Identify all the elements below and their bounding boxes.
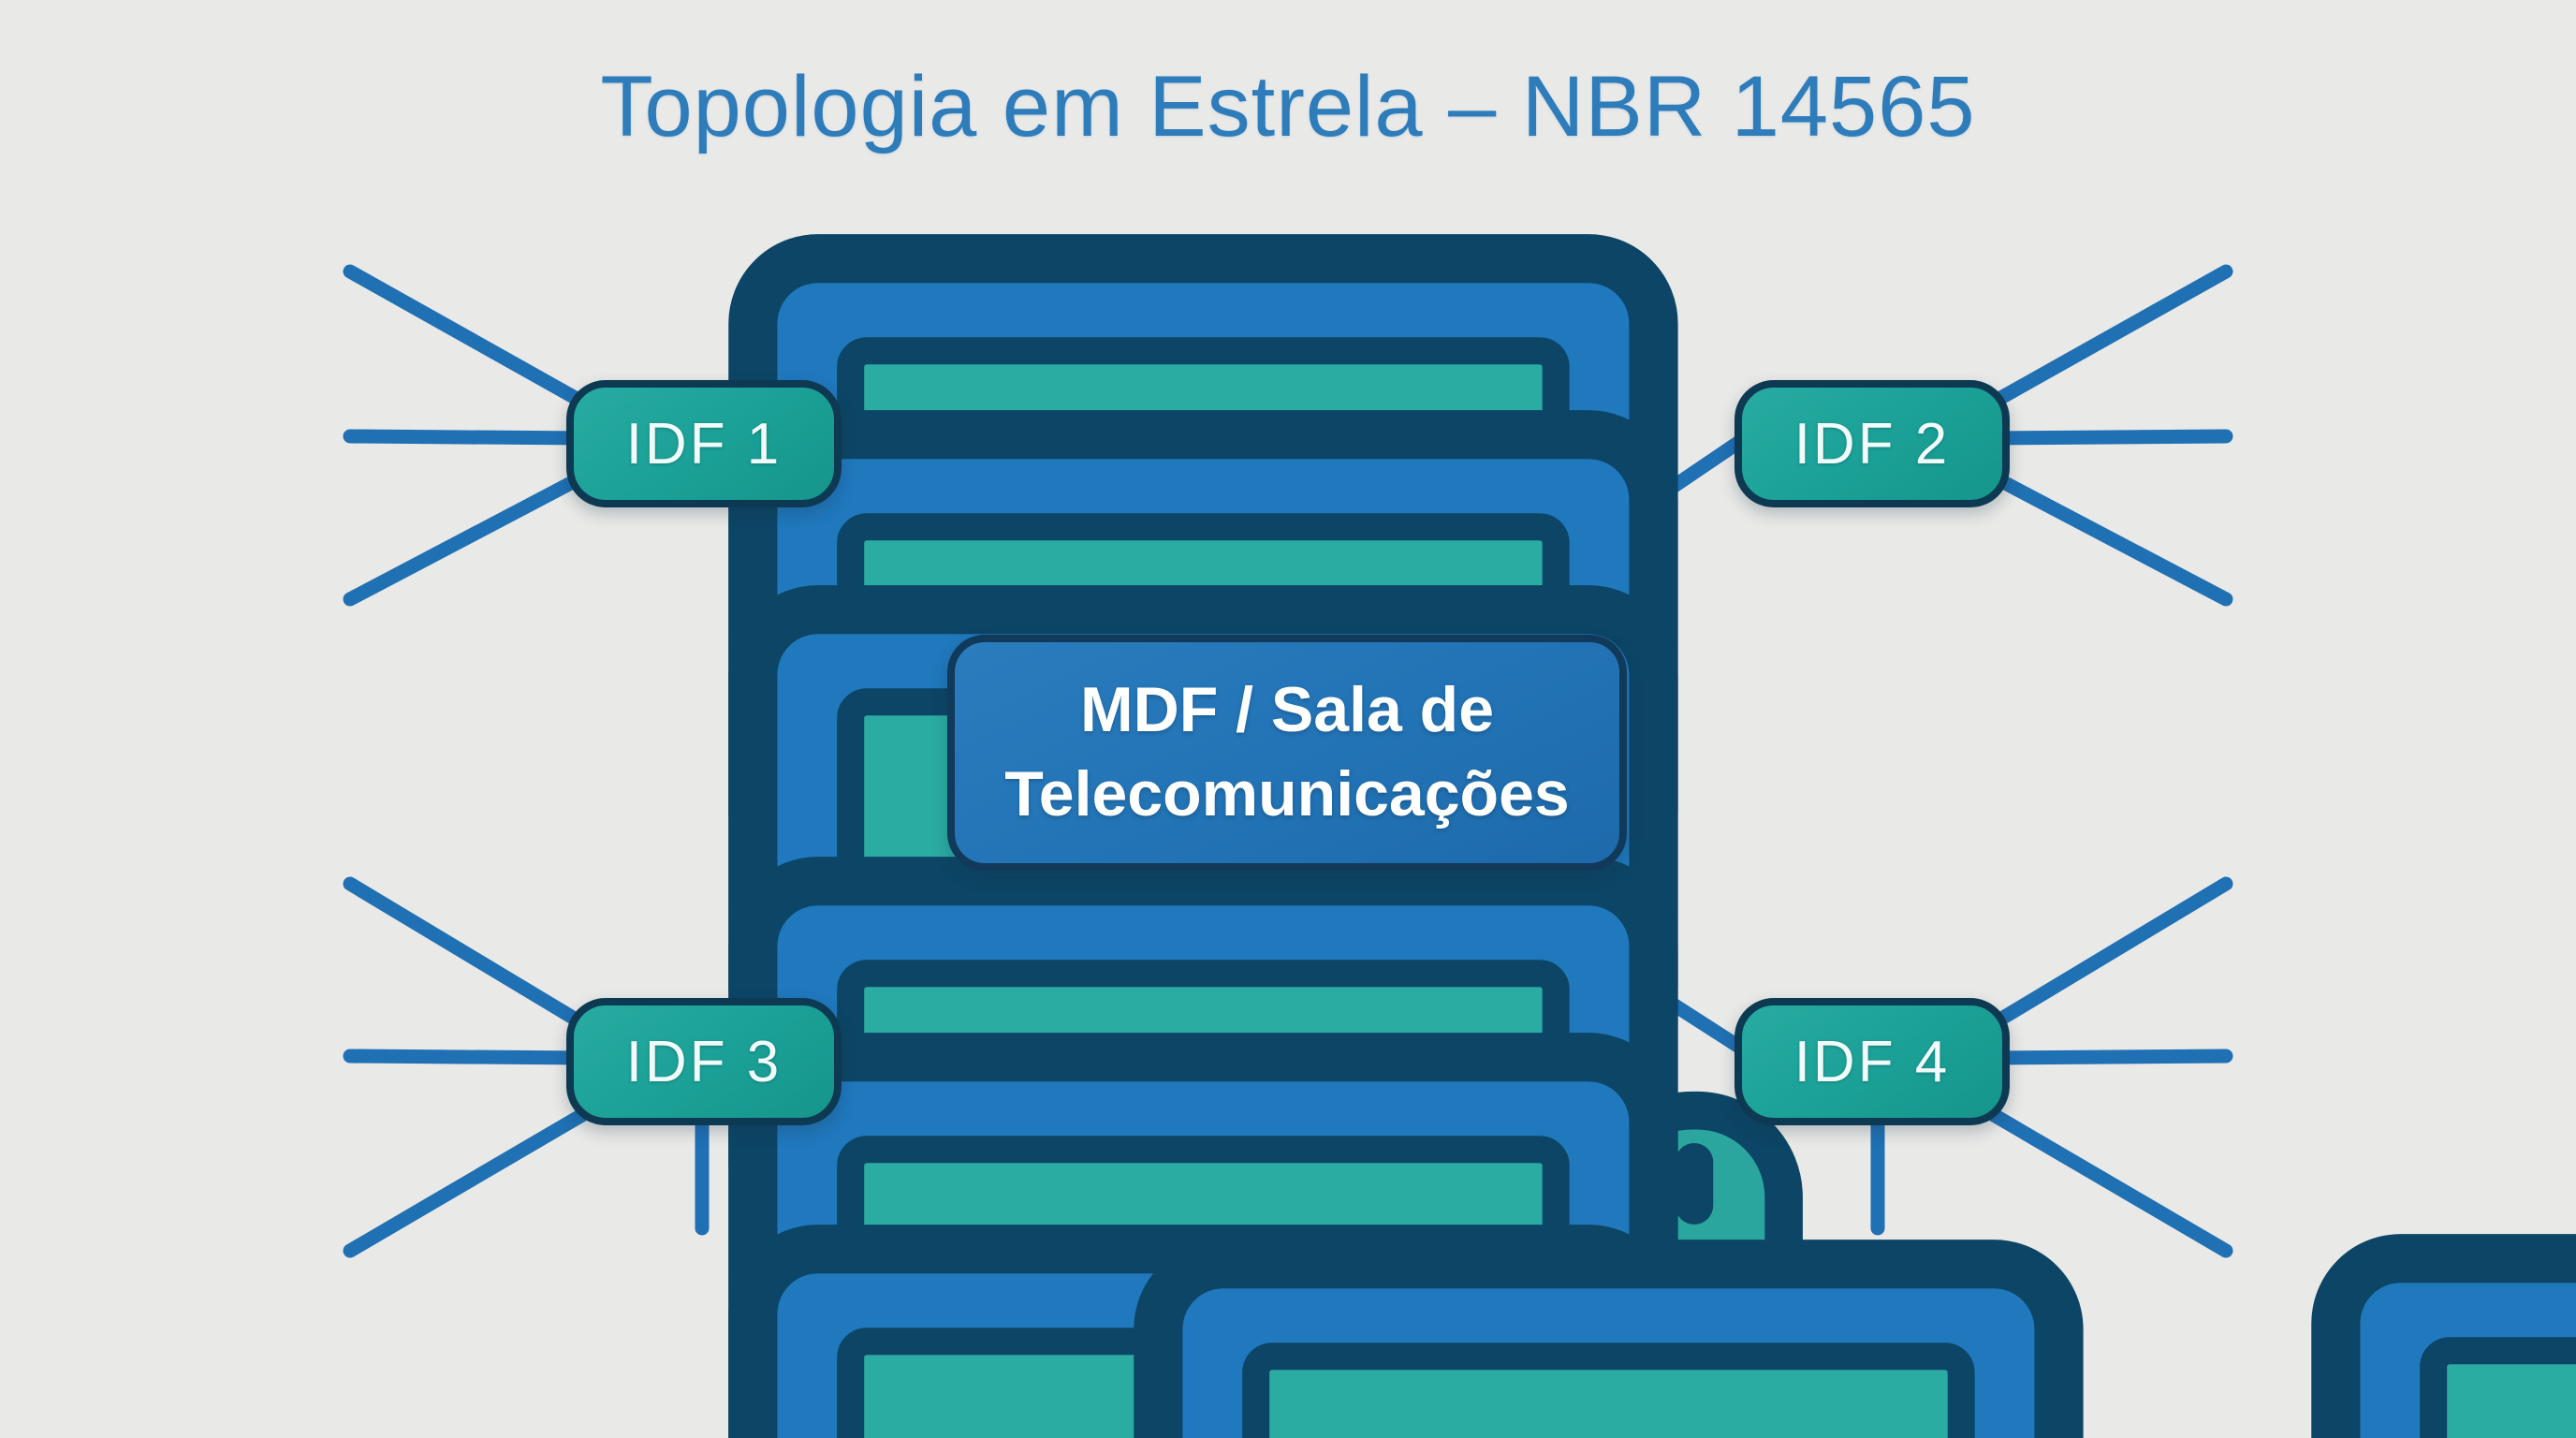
- mdf-label-line1: MDF / Sala de: [1079, 674, 1495, 746]
- network-link: [1982, 467, 2233, 607]
- node-idf-4: IDF 4: [1734, 998, 2010, 1125]
- node-idf-2: IDF 2: [1734, 380, 2010, 507]
- mdf-label-line2: Telecomunicações: [1004, 758, 1570, 829]
- network-link: [343, 467, 594, 607]
- node-mdf-central: MDF / Sala de Telecomunicações: [947, 635, 1627, 871]
- network-link: [1982, 429, 2233, 446]
- node-idf-1: IDF 1: [566, 380, 842, 507]
- network-link: [1982, 876, 2233, 1034]
- node-idf-4-label: IDF 4: [1793, 1029, 1951, 1094]
- workstation-icon: [1158, 1264, 2188, 1438]
- node-idf-3: IDF 3: [566, 998, 842, 1125]
- network-link: [343, 429, 594, 446]
- network-link: [1982, 1105, 2233, 1258]
- network-link: [1982, 264, 2233, 412]
- network-link: [343, 876, 594, 1034]
- network-link: [343, 1105, 594, 1258]
- node-idf-1-label: IDF 1: [625, 411, 783, 477]
- network-link: [343, 1049, 594, 1065]
- node-idf-2-label: IDF 2: [1793, 411, 1951, 477]
- workstation-icon: [2335, 1258, 2576, 1438]
- node-idf-3-label: IDF 3: [625, 1029, 783, 1094]
- network-link: [1982, 1049, 2233, 1065]
- network-link: [343, 264, 594, 412]
- diagram-title: Topologia em Estrela – NBR 14565: [600, 59, 1976, 154]
